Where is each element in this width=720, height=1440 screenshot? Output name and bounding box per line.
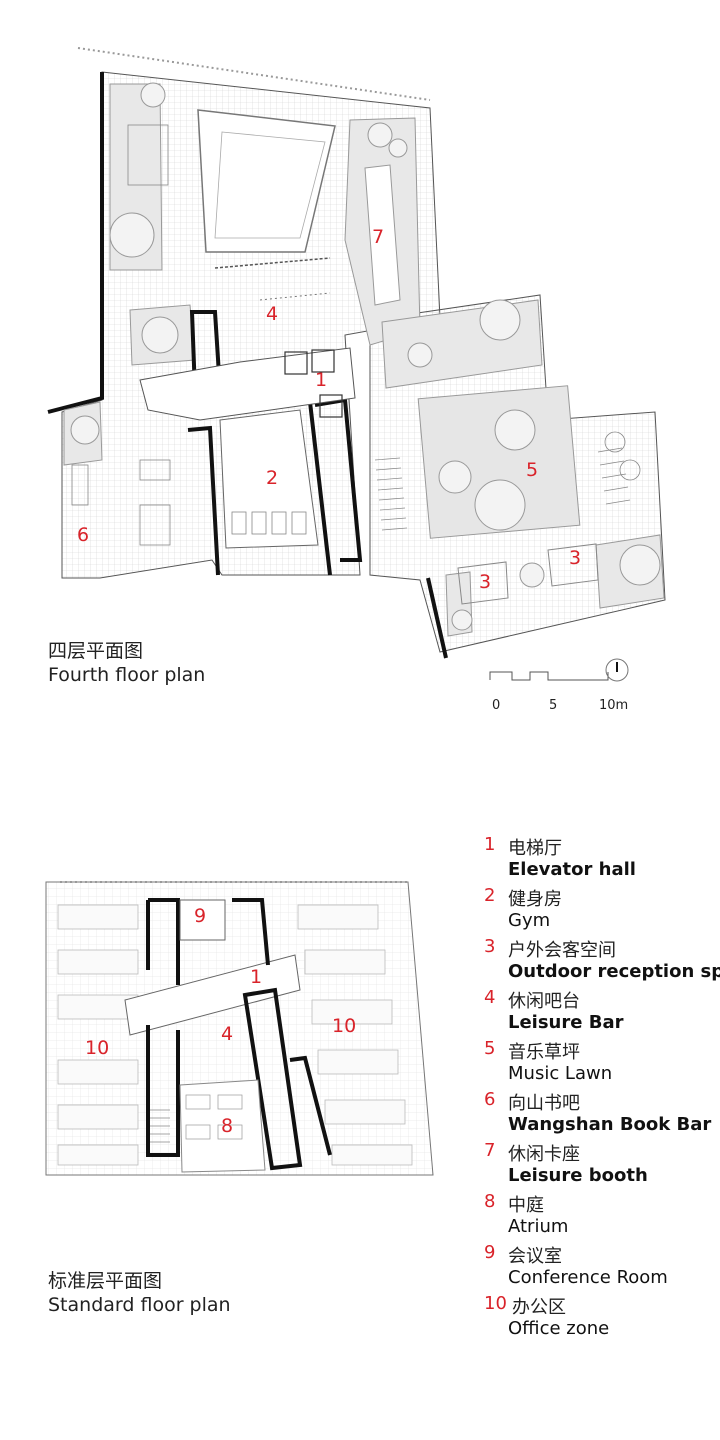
- legend-item: 10 办公区 Office zone: [484, 1291, 720, 1342]
- leisure-bar: [214, 257, 331, 269]
- gym-room: [219, 409, 319, 549]
- plan-label-5: 5: [526, 459, 538, 481]
- standard-core-walls: [146, 898, 332, 1171]
- legend-num: 10: [484, 1293, 507, 1314]
- roof-edge: [77, 47, 431, 101]
- standard-spine: [124, 954, 301, 1036]
- plan-label-8: 8: [221, 1115, 233, 1137]
- conference-room: [179, 899, 226, 941]
- office-desks: [57, 904, 413, 1166]
- legend-en: Elevator hall: [508, 859, 636, 880]
- legend-num: 5: [484, 1038, 496, 1059]
- legend-item: 6 向山书吧 Wangshan Book Bar: [484, 1087, 720, 1138]
- fourth-floor-title-cn: 四层平面图: [48, 640, 144, 662]
- legend-item: 1 电梯厅 Elevator hall: [484, 832, 720, 883]
- plan-label-10b: 10: [332, 1015, 356, 1037]
- scale-tick-0: 0: [492, 698, 501, 713]
- legend-item: 2 健身房 Gym: [484, 883, 720, 934]
- plan-labels-standard: 1 4 8 9 10 10: [85, 905, 356, 1137]
- legend-num: 1: [484, 834, 496, 855]
- plan-label-4: 4: [266, 303, 278, 325]
- legend-cn: 休闲吧台: [508, 991, 580, 1012]
- plan-label-4-standard: 4: [221, 1023, 233, 1045]
- legend-num: 6: [484, 1089, 496, 1110]
- legend-en: Leisure booth: [508, 1165, 648, 1186]
- legend-item: 5 音乐草坪 Music Lawn: [484, 1036, 720, 1087]
- legend-cn: 休闲卡座: [508, 1144, 580, 1165]
- legend-en: Outdoor reception spa: [508, 961, 720, 982]
- legend-cn: 健身房: [508, 889, 562, 910]
- legend-item: 8 中庭 Atrium: [484, 1189, 720, 1240]
- plan-label-3b: 3: [569, 547, 581, 569]
- legend-item: 9 会议室 Conference Room: [484, 1240, 720, 1291]
- music-lawn: [417, 385, 581, 539]
- legend-num: 3: [484, 936, 496, 957]
- central-spine: [139, 347, 356, 421]
- fourth-floor-plan: 1 2 3 3 4 5 6 7: [47, 47, 666, 659]
- plan-label-1: 1: [315, 369, 327, 391]
- standard-floor-title-cn: 标准层平面图: [48, 1270, 163, 1292]
- legend-num: 7: [484, 1140, 496, 1161]
- legend-num: 4: [484, 987, 496, 1008]
- legend-cn: 音乐草坪: [508, 1042, 580, 1063]
- legend-en: Music Lawn: [508, 1063, 613, 1084]
- standard-floor-plan: 1 4 8 9 10 10: [45, 881, 434, 1176]
- legend-num: 2: [484, 885, 496, 906]
- plan-label-2: 2: [266, 467, 278, 489]
- fourth-floor-title-en: Fourth floor plan: [48, 664, 206, 686]
- legend-cn: 会议室: [508, 1246, 562, 1267]
- legend-cn: 办公区: [512, 1297, 566, 1318]
- outdoor-reception: [547, 543, 599, 587]
- exterior-wall-east: [426, 577, 448, 659]
- legend-cn: 电梯厅: [508, 838, 562, 859]
- scale-bar: [489, 658, 629, 682]
- legend-cn: 向山书吧: [508, 1093, 580, 1114]
- plan-label-7: 7: [372, 226, 384, 248]
- legend-cn: 中庭: [508, 1195, 544, 1216]
- legend-en: Conference Room: [508, 1267, 668, 1288]
- scale-tick-10m: 10m: [599, 698, 629, 713]
- legend-num: 8: [484, 1191, 496, 1212]
- exterior-wall: [47, 72, 104, 414]
- legend-en: Leisure Bar: [508, 1012, 624, 1033]
- leisure-booth: [364, 164, 401, 306]
- plan-label-9: 9: [194, 905, 206, 927]
- legend: 1 电梯厅 Elevator hall 2 健身房 Gym 3 户外会客空间 O…: [484, 832, 720, 1342]
- legend-item: 3 户外会客空间 Outdoor reception spa: [484, 934, 720, 985]
- plan-label-3a: 3: [479, 571, 491, 593]
- legend-item: 4 休闲吧台 Leisure Bar: [484, 985, 720, 1036]
- legend-en: Atrium: [508, 1216, 569, 1237]
- plan-label-10a: 10: [85, 1037, 109, 1059]
- outdoor-reception: [457, 561, 509, 605]
- legend-item: 7 休闲卡座 Leisure booth: [484, 1138, 720, 1189]
- tree-group: [70, 82, 661, 631]
- plan-labels-fourth: 1 2 3 3 4 5 6 7: [77, 226, 581, 593]
- legend-cn: 户外会客空间: [508, 940, 616, 961]
- plan-label-1-standard: 1: [250, 966, 262, 988]
- legend-en: Office zone: [508, 1318, 610, 1339]
- standard-floor-title-en: Standard floor plan: [48, 1294, 231, 1316]
- plan-label-6: 6: [77, 524, 89, 546]
- atrium-void: [197, 109, 336, 253]
- legend-num: 9: [484, 1242, 496, 1263]
- legend-en: Gym: [508, 910, 551, 931]
- standard-atrium: [179, 1079, 266, 1173]
- scale-tick-5: 5: [549, 698, 558, 713]
- legend-en: Wangshan Book Bar: [508, 1114, 712, 1135]
